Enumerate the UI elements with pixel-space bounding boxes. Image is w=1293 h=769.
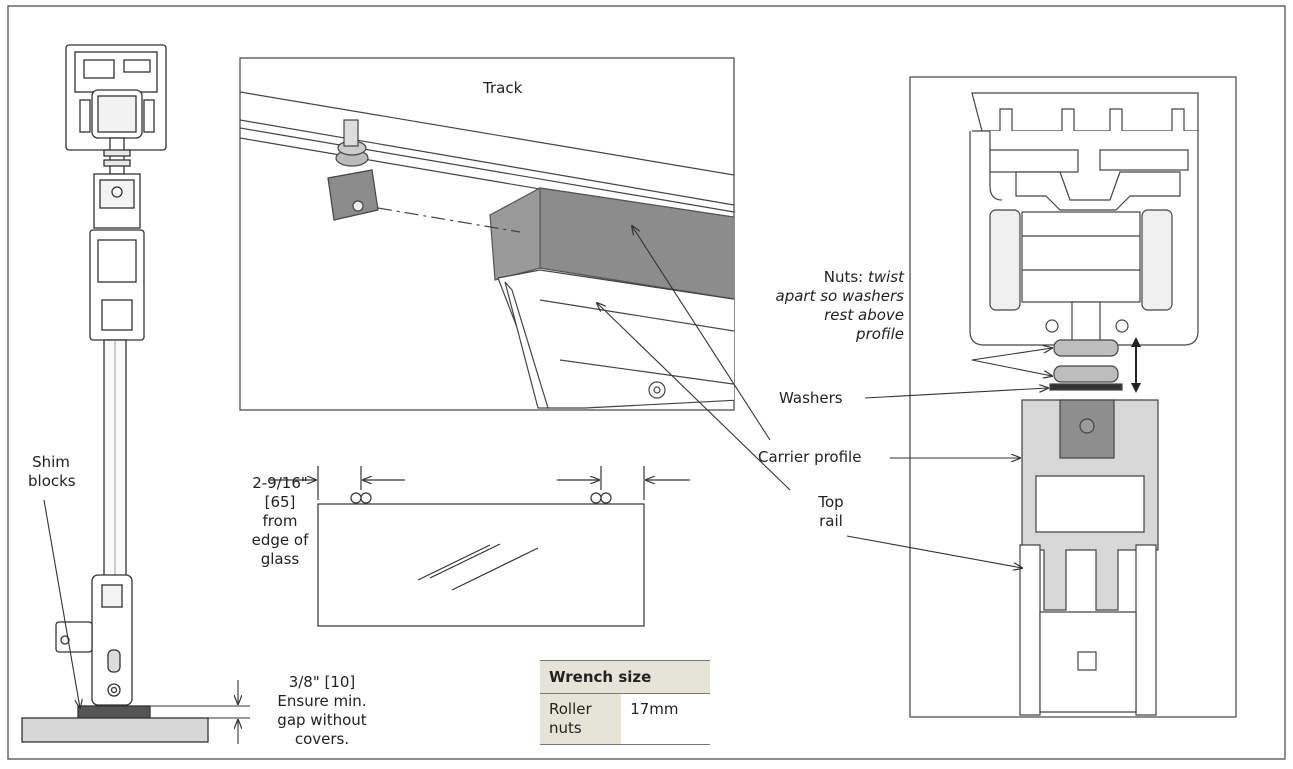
wrench-row-label: Roller nuts (540, 693, 622, 745)
top-rail-label: Top rail (818, 493, 844, 530)
carrier-profile-label: Carrier profile (758, 448, 862, 466)
washers-label: Washers (779, 389, 843, 407)
wrench-size-table: Wrench size Roller nuts 17mm (540, 660, 710, 745)
cross-section (909, 76, 1237, 718)
side-elevation (21, 44, 209, 743)
shim-blocks-label: Shim blocks (28, 453, 76, 490)
glass-panel-diagram (270, 466, 690, 627)
gap-note-label: 3/8" [10] Ensure min. gap without covers… (277, 673, 367, 748)
shim-leader (43, 499, 80, 708)
section-leaders (846, 348, 1052, 568)
gap-dimension (150, 680, 250, 744)
nuts-label: Nuts: twist apart so washers rest above … (775, 268, 904, 343)
outer-frame (7, 5, 1286, 760)
track-detail (239, 57, 735, 411)
wrench-table-header: Wrench size (540, 660, 710, 694)
track-leaders (597, 226, 791, 491)
table-row: Roller nuts 17mm (540, 693, 710, 745)
wrench-row-value: 17mm (621, 693, 710, 745)
edge-dimension-label: 2-9/16" [65] from edge of glass (251, 474, 309, 568)
track-label: Track (483, 79, 523, 97)
